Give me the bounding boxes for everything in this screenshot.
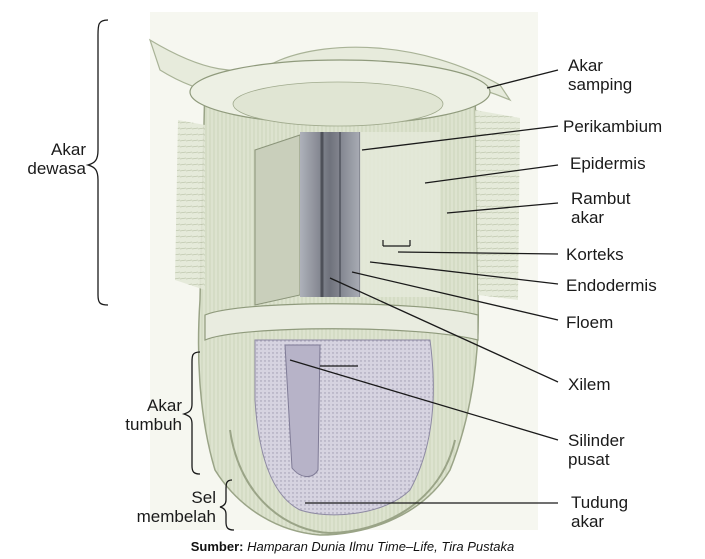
label-akar-tumbuh-line2: tumbuh [100,415,182,434]
root-hairs-right [475,110,520,300]
label-akar-tumbuh-line1: Akar [100,396,182,415]
label-silinder-pusat-line1: Silinder [568,431,625,450]
root-hairs-left [175,120,205,290]
label-rambut-akar: Rambut akar [571,189,631,227]
label-akar-dewasa-line2: dewasa [8,159,86,178]
label-silinder-pusat-line2: pusat [568,450,625,469]
label-akar-dewasa-line1: Akar [8,140,86,159]
label-floem: Floem [566,313,613,332]
label-akar-dewasa: Akar dewasa [8,140,86,178]
source-title: Hamparan Dunia Ilmu Time–Life [247,539,434,554]
label-rambut-akar-line1: Rambut [571,189,631,208]
label-akar-samping-line2: samping [568,75,632,94]
label-xilem: Xilem [568,375,611,394]
stele [300,132,360,297]
cortex-face [360,132,440,297]
label-tudung-akar-line2: akar [571,512,628,531]
source-publisher: Tira Pustaka [441,539,514,554]
label-tudung-akar: Tudung akar [571,493,628,531]
label-akar-samping: Akar samping [568,56,632,94]
label-tudung-akar-line1: Tudung [571,493,628,512]
label-epidermis: Epidermis [570,154,646,173]
label-rambut-akar-line2: akar [571,208,631,227]
label-akar-tumbuh: Akar tumbuh [100,396,182,434]
bracket-akar-dewasa [88,20,108,305]
label-silinder-pusat: Silinder pusat [568,431,625,469]
label-endodermis: Endodermis [566,276,657,295]
label-sel-membelah: Sel membelah [130,488,216,526]
label-akar-samping-line1: Akar [568,56,632,75]
label-perikambium: Perikambium [563,117,662,136]
cutaway-face [255,135,300,305]
source-caption: Sumber: Hamparan Dunia Ilmu Time–Life, T… [0,539,705,554]
source-prefix: Sumber: [191,539,244,554]
label-sel-membelah-line1: Sel [130,488,216,507]
cortex-ring [233,82,443,126]
label-sel-membelah-line2: membelah [130,507,216,526]
label-korteks: Korteks [566,245,624,264]
